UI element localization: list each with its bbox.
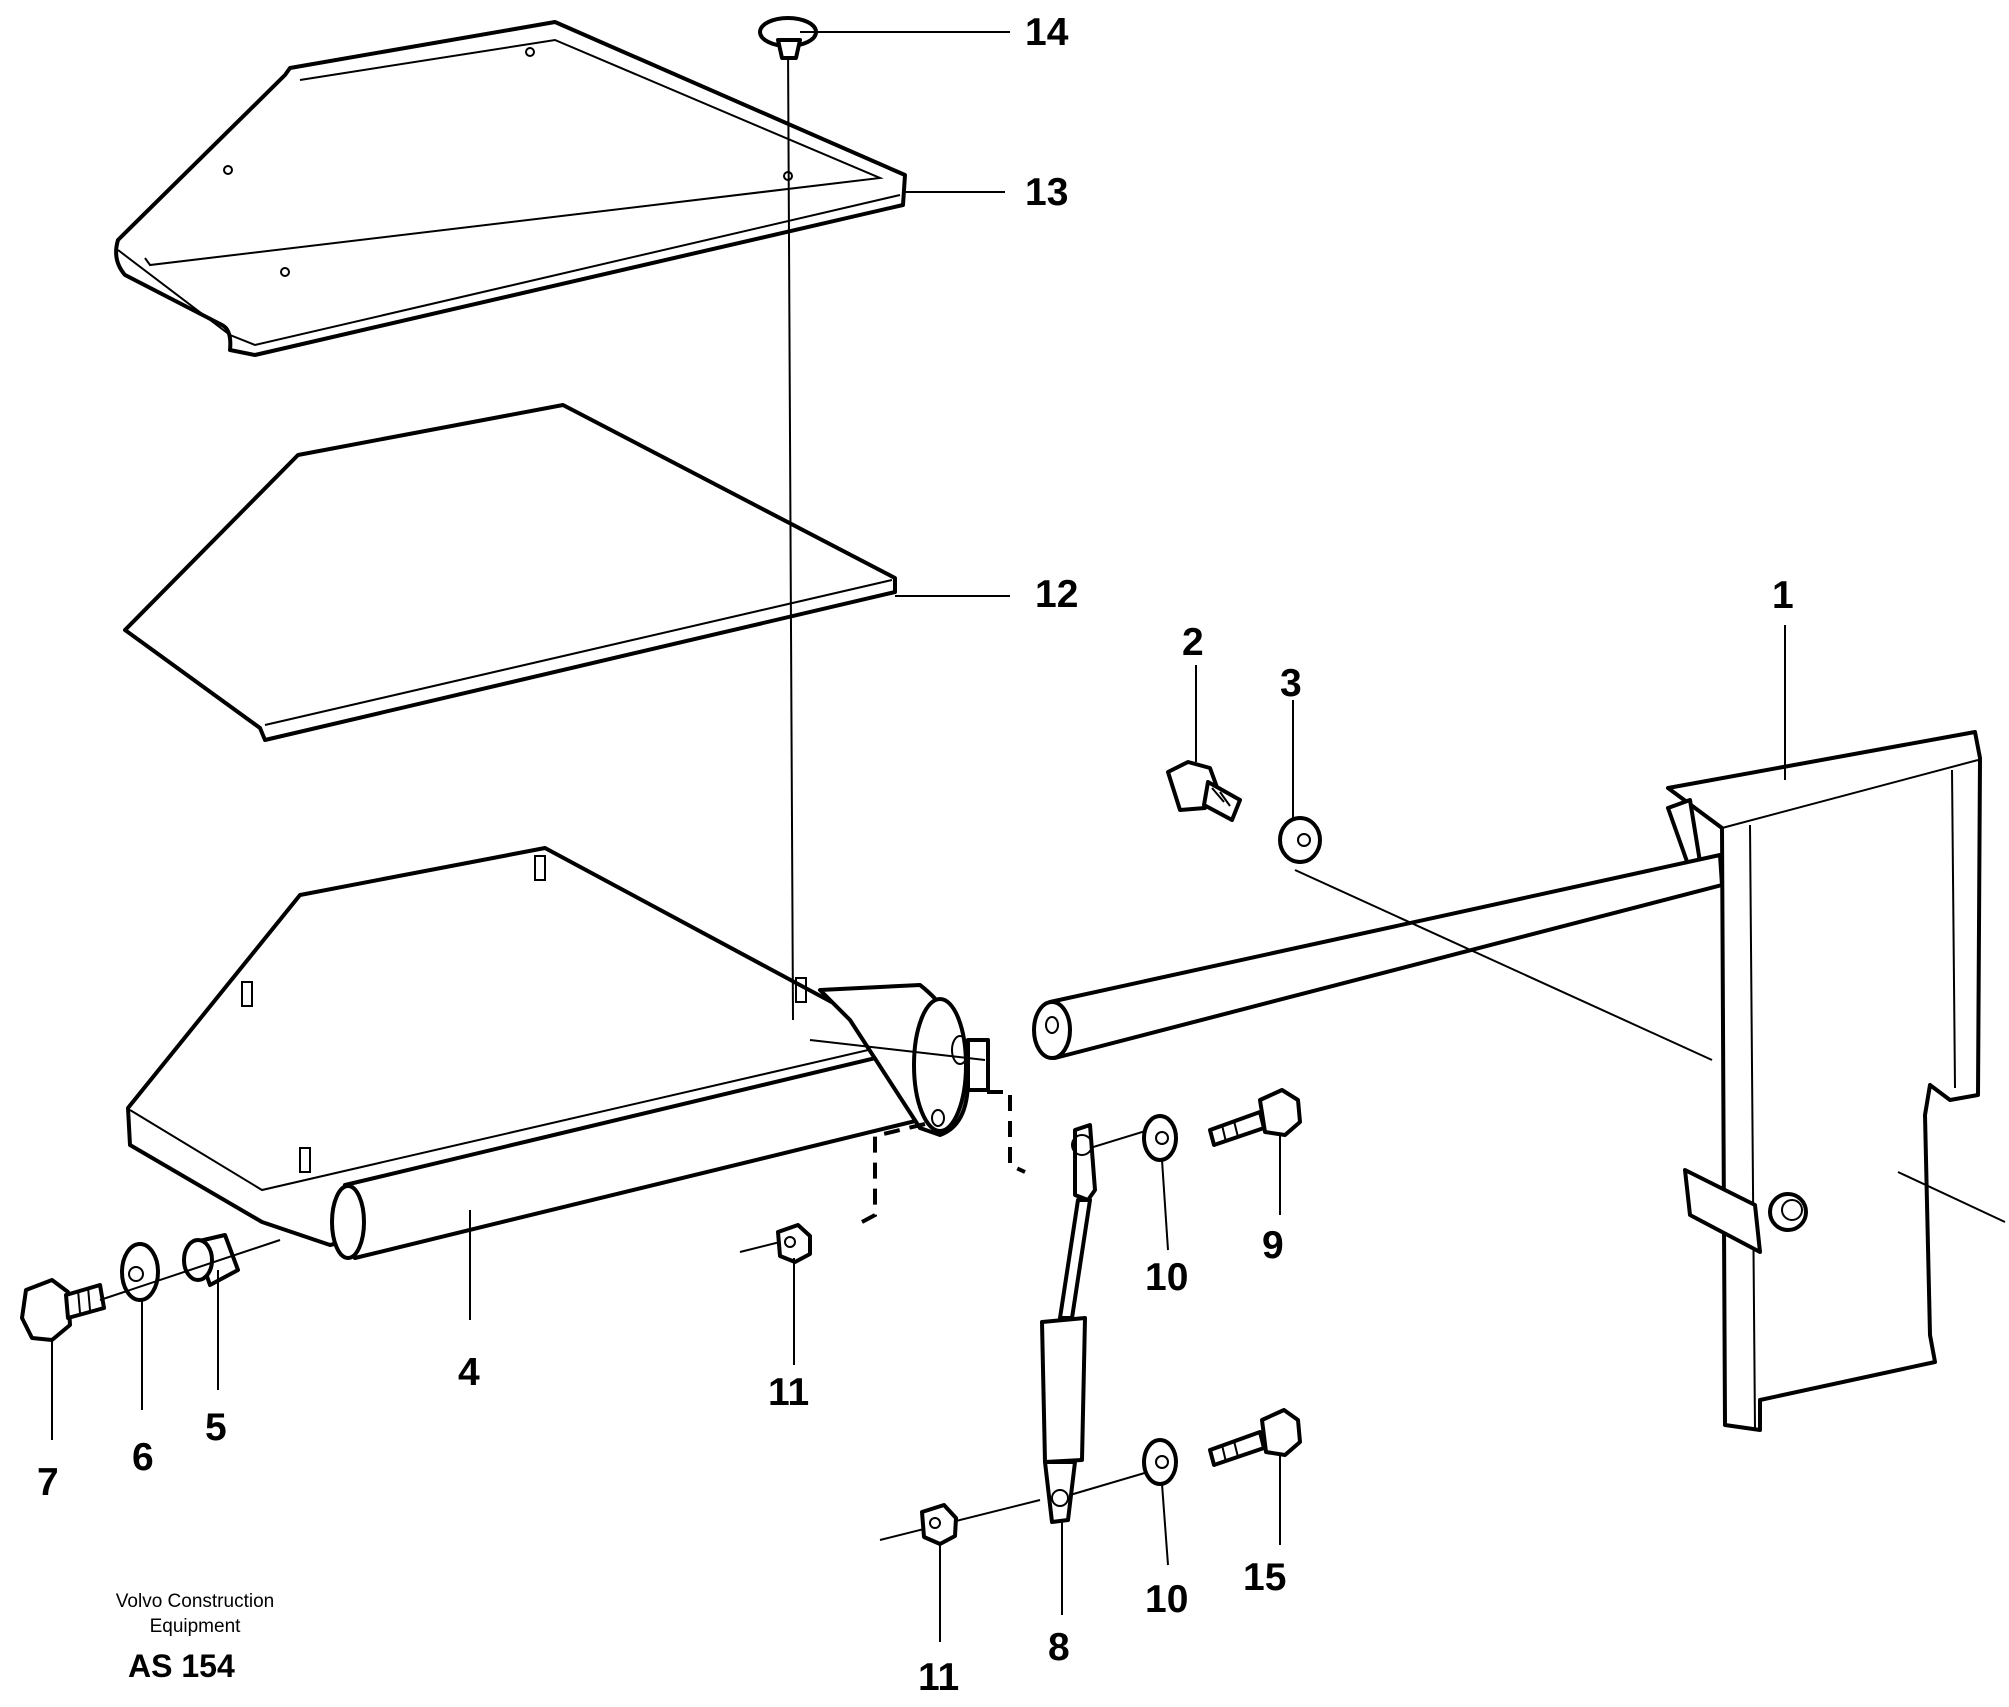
callout-11-lower: 11	[918, 1656, 959, 1699]
callout-15: 15	[1243, 1556, 1286, 1599]
callout-13: 13	[1025, 171, 1068, 214]
company-line-1: Volvo Construction	[115, 1591, 275, 1612]
callout-2: 2	[1182, 621, 1204, 664]
callout-1: 1	[1772, 574, 1794, 617]
part-5-spacer	[182, 1233, 240, 1287]
callout-8: 8	[1048, 1626, 1070, 1669]
callout-12: 12	[1035, 573, 1078, 616]
part-10-washer-lower	[1142, 1438, 1178, 1486]
part-14-pin	[758, 16, 818, 60]
callout-10-upper: 10	[1145, 1256, 1188, 1299]
part-7-bolt	[20, 1278, 106, 1342]
callout-9: 9	[1262, 1224, 1284, 1267]
callout-11-upper: 11	[768, 1371, 809, 1414]
callout-10-lower: 10	[1145, 1578, 1188, 1621]
part-6-washer	[120, 1242, 160, 1302]
part-11-nut-lower	[920, 1503, 958, 1546]
part-12-pad	[123, 403, 897, 742]
company-name: Volvo Construction Equipment	[75, 1589, 315, 1639]
callout-4: 4	[458, 1351, 480, 1394]
part-8-gas-spring	[1040, 1123, 1097, 1524]
callout-7: 7	[37, 1461, 59, 1504]
part-2-bolt	[1166, 760, 1242, 822]
part-11-nut-upper	[776, 1223, 812, 1264]
part-4-bracket	[126, 846, 1026, 1260]
part-3-washer	[1278, 816, 1322, 864]
callout-6: 6	[132, 1436, 154, 1479]
part-13-top-cover	[114, 20, 907, 357]
part-10-washer-upper	[1142, 1114, 1178, 1162]
part-15-bolt	[1208, 1408, 1302, 1467]
part-9-bolt	[1208, 1088, 1302, 1147]
company-line-2: Equipment	[149, 1616, 241, 1637]
part-1-frame	[1032, 730, 2006, 1432]
callout-3: 3	[1280, 662, 1302, 705]
callout-5: 5	[205, 1406, 227, 1449]
callout-14: 14	[1025, 11, 1069, 54]
drawing-code: AS 154	[128, 1648, 235, 1684]
